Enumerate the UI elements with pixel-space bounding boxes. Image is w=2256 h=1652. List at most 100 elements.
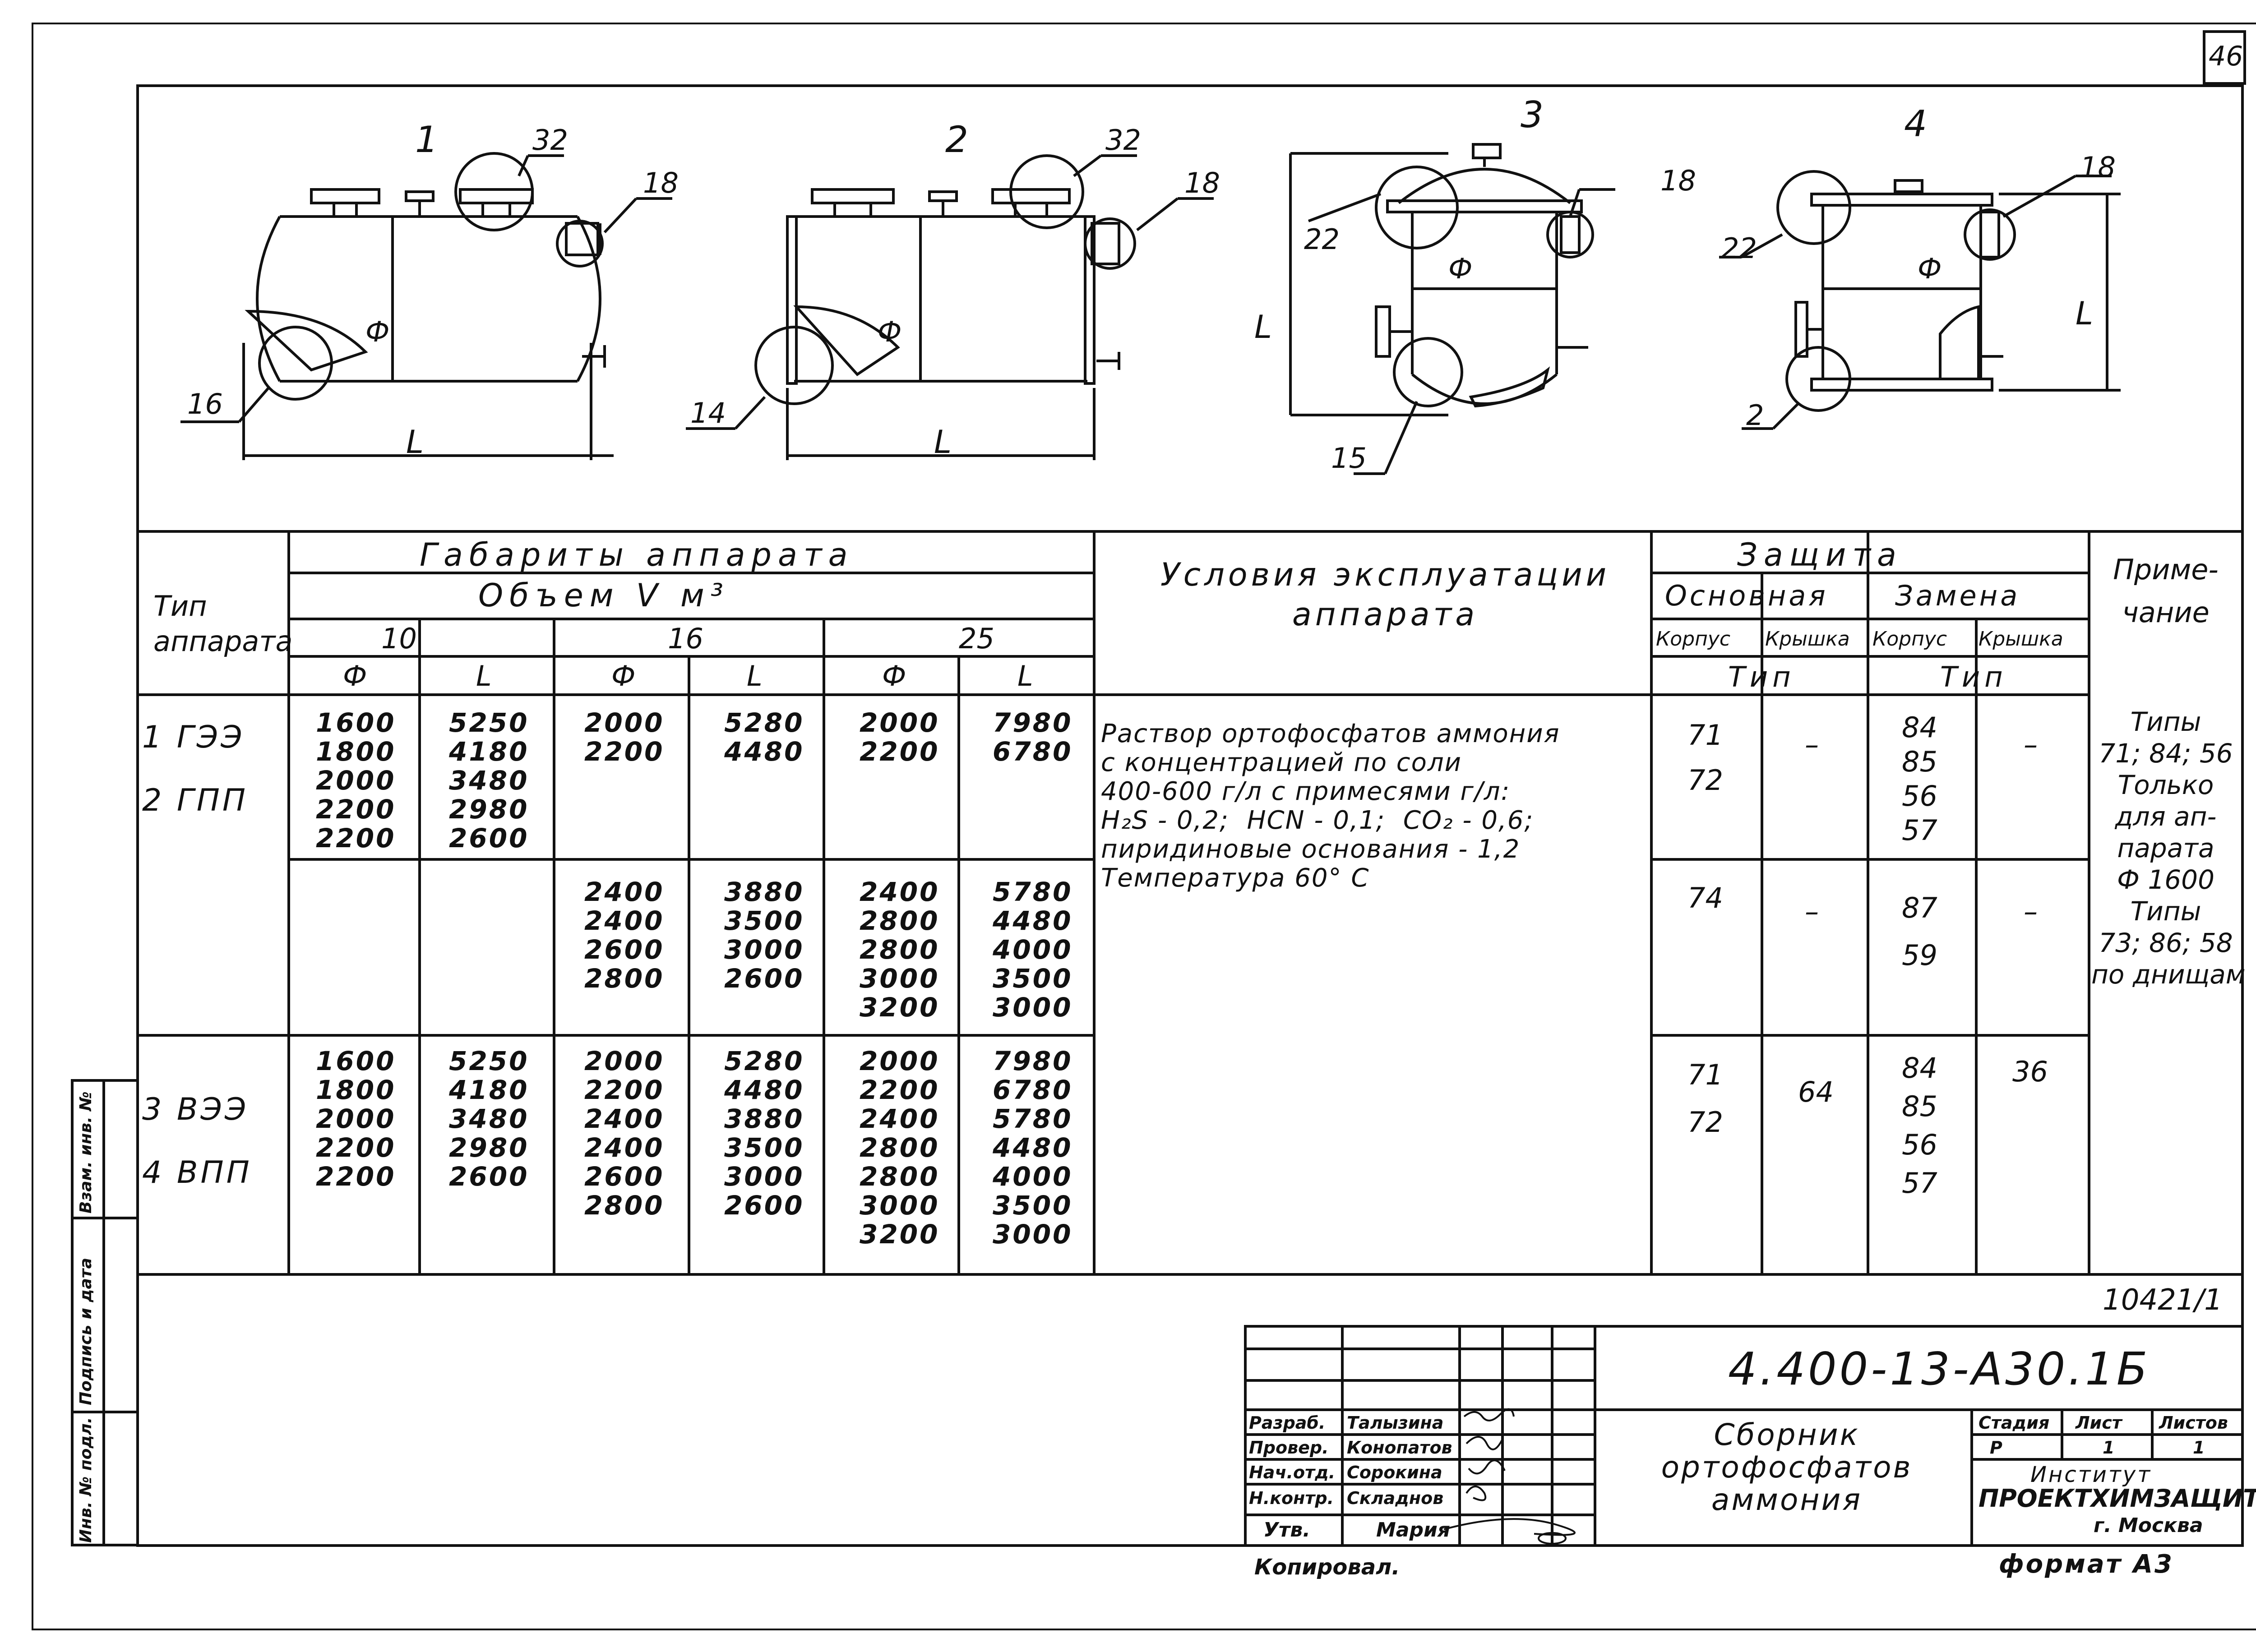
person-name: Мария [1376, 1518, 1451, 1541]
phi-col: Ф [611, 660, 636, 692]
replacement-header: Замена [1895, 579, 2020, 612]
l16-group-3: 5280 4480 3880 3500 3000 2600 [724, 1046, 804, 1221]
sheet-number: 46 [2209, 41, 2243, 72]
vessel-1-sketch [180, 152, 672, 460]
callout-label: 22 [1721, 232, 1757, 265]
dimension-label: L [934, 424, 952, 461]
l16-group-1: 5280 4480 [724, 707, 804, 767]
main-body-group-1: 71 72 [1687, 719, 1723, 797]
len-col: L [747, 660, 763, 692]
callout-label: 15 [1331, 442, 1367, 475]
overall-header: Габариты аппарата [420, 536, 854, 573]
volume-10: 10 [381, 622, 417, 655]
len-col: L [476, 660, 492, 692]
diameter-label: Ф [1918, 252, 1942, 285]
lid-col: Крышка [1979, 628, 2063, 651]
main-lid-group-3: 64 [1798, 1075, 1834, 1108]
lid-col: Крышка [1765, 628, 1850, 651]
person-name: Сорокина [1347, 1463, 1442, 1482]
inventory-number: 10421/1 [2103, 1283, 2223, 1317]
sign-date-label: Подпись и дата [77, 1258, 95, 1405]
callout-label: 32 [1105, 124, 1141, 157]
callout-label: 32 [532, 124, 568, 157]
l10-group-1: 5250 4180 3480 2980 2600 [449, 707, 529, 854]
callout-label: 16 [187, 388, 223, 420]
dimension-label: L [1254, 309, 1272, 346]
organization-name: ПРОЕКТХИМЗАЩИТА [1979, 1484, 2256, 1513]
type-col: Тип [1940, 660, 2007, 693]
types-group-1: 1 ГЭЭ 2 ГПП [142, 720, 249, 818]
phi16-group-3: 2000 2200 2400 2400 2600 2800 [584, 1046, 665, 1221]
notes-text: Типы 71; 84; 56 Только для ап- парата Ф … [2091, 706, 2246, 990]
person-name: Складнов [1347, 1488, 1444, 1508]
document-code: 4.400-13-А30.1Б [1728, 1343, 2150, 1395]
l10-group-3: 5250 4180 3480 2980 2600 [449, 1046, 529, 1192]
inv-original-label: Инв. № подл. [77, 1417, 95, 1543]
type-col: Тип [1728, 660, 1795, 693]
person-name: Конопатов [1347, 1438, 1452, 1458]
stage-value: Р [1990, 1438, 2002, 1458]
volume-25: 25 [959, 622, 994, 655]
sheet-value: 1 [2103, 1438, 2115, 1458]
outer-border [32, 23, 2256, 1630]
rep-lid-group-2: – [2024, 895, 2038, 928]
body-col: Корпус [1872, 628, 1947, 651]
institute-label: Институт [2030, 1462, 2152, 1487]
diameter-label: Ф [365, 315, 390, 348]
phi16-group-2: 2400 2400 2600 2800 [584, 877, 665, 994]
rep-body-group-3: 84 85 56 57 [1902, 1052, 1937, 1200]
protection-header: Защита [1737, 536, 1903, 573]
rep-lid-group-1: – [2024, 728, 2038, 761]
body-col: Корпус [1656, 628, 1731, 651]
callout-label: 22 [1304, 223, 1340, 256]
format-label: формат А3 [1999, 1550, 2174, 1579]
diameter-label: Ф [878, 315, 902, 348]
phi25-group-3: 2000 2200 2400 2800 2800 3000 3200 [860, 1046, 940, 1250]
dimension-label: L [406, 424, 424, 461]
vessel-2-sketch [686, 154, 1214, 460]
l25-group-1: 7980 6780 [993, 707, 1073, 767]
role-label: Нач.отд. [1249, 1463, 1336, 1482]
person-name: Талызина [1347, 1413, 1444, 1433]
drawing-number-2: 2 [945, 119, 968, 161]
main-lid-group-1: – [1805, 728, 1819, 761]
dimension-label: L [2076, 295, 2093, 332]
phi16-group-1: 2000 2200 [584, 707, 665, 767]
phi10-group-3: 1600 1800 2000 2200 2200 [316, 1046, 396, 1192]
inner-frame [136, 84, 2244, 1547]
drawing-number-3: 3 [1521, 94, 1544, 136]
callout-label: 14 [690, 397, 726, 429]
operating-conditions: Раствор ортофосфатов аммония с концентра… [1101, 719, 1560, 893]
sheets-label: Листов [2159, 1413, 2228, 1433]
role-label: Утв. [1263, 1518, 1310, 1541]
sheet-label: Лист [2076, 1413, 2122, 1433]
rep-body-group-1: 84 85 56 57 [1902, 711, 1937, 847]
conditions-header: Условия эксплуатации аппарата [1160, 556, 1610, 633]
l25-group-3: 7980 6780 5780 4480 4000 3500 3000 [993, 1046, 1073, 1250]
phi10-group-1: 1600 1800 2000 2200 2200 [316, 707, 396, 854]
callout-label: 2 [1746, 399, 1764, 432]
copied-by-label: Копировал. [1254, 1555, 1400, 1580]
phi25-group-2: 2400 2800 2800 3000 3200 [860, 877, 940, 1023]
diameter-label: Ф [1448, 252, 1473, 285]
callout-label: 18 [2080, 151, 2116, 184]
rep-body-group-2: 87 59 [1902, 891, 1937, 972]
phi25-group-1: 2000 2200 [860, 707, 940, 767]
role-label: Разраб. [1249, 1413, 1326, 1433]
l25-group-2: 5780 4480 4000 3500 3000 [993, 877, 1073, 1023]
drawing-number-4: 4 [1904, 103, 1927, 145]
callout-label: 18 [643, 166, 679, 199]
main-lid-group-2: – [1805, 895, 1819, 928]
l16-group-2: 3880 3500 3000 2600 [724, 877, 804, 994]
sheet-number-box [2203, 30, 2246, 85]
sheets-value: 1 [2193, 1438, 2205, 1458]
main-body-group-3: 71 72 [1687, 1058, 1723, 1139]
volume-header: Объем V м³ [478, 577, 730, 614]
types-group-3: 3 ВЭЭ 4 ВПП [142, 1092, 252, 1191]
rep-lid-group-3: 36 [2012, 1055, 2048, 1088]
vessel-4-sketch [1719, 170, 2121, 430]
volume-16: 16 [668, 622, 703, 655]
type-header: Тип аппарата [153, 589, 293, 659]
